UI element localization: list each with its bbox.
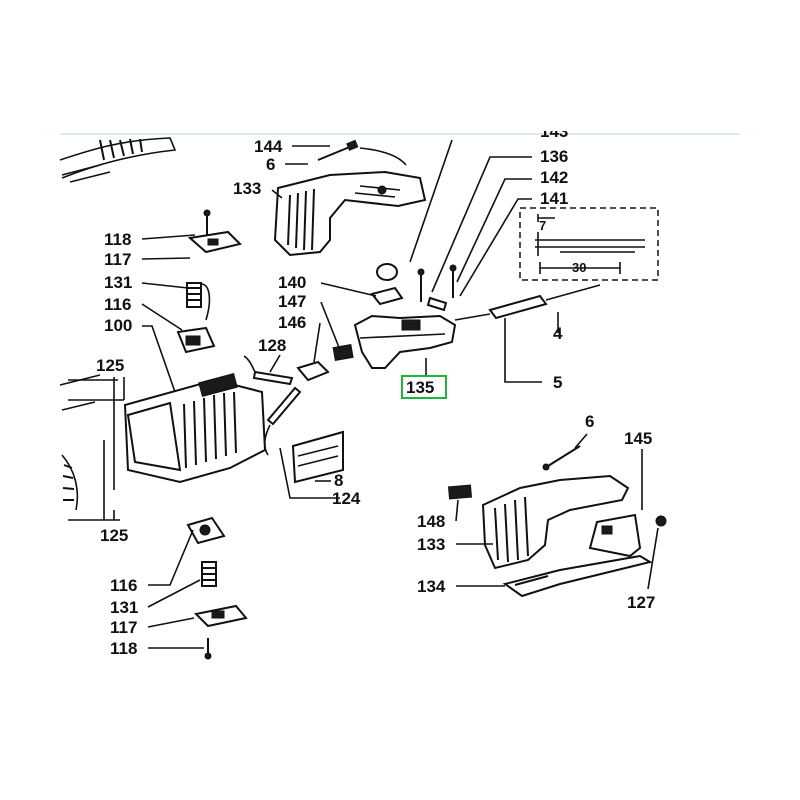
screw-144: [317, 139, 359, 161]
label-116-top: 116: [104, 295, 131, 314]
brush-holder-116-top: [176, 326, 216, 354]
power-cord-4: [454, 284, 601, 321]
label-133-bottom: 133: [417, 535, 445, 554]
label-4: 4: [553, 324, 563, 343]
cap-143: [376, 263, 398, 281]
label-131-bottom: 131: [110, 598, 138, 617]
brush-spring-146: [296, 360, 330, 382]
motor-housing-part-100: [123, 372, 267, 484]
label-145: 145: [624, 429, 652, 448]
bracket-part-145: [588, 513, 642, 558]
brush-131-top: [186, 282, 211, 321]
label-136: 136: [540, 147, 568, 166]
label-128: 128: [258, 336, 286, 355]
label-134: 134: [417, 577, 446, 596]
left-fragment: [59, 374, 101, 511]
label-125-bottom: 125: [100, 526, 128, 545]
carbon-block-147: [332, 343, 354, 362]
screw-127: [655, 515, 667, 527]
label-117-top: 117: [104, 250, 131, 269]
label-147: 147: [278, 292, 306, 311]
screw-118-bottom: [204, 638, 212, 660]
dim-30: 30: [572, 260, 586, 275]
label-127: 127: [627, 593, 655, 612]
label-100: 100: [104, 316, 132, 335]
brush-cap-117-bottom: [193, 604, 248, 628]
drill-outline-sketch: [59, 137, 177, 183]
screw-6-bottom: [542, 445, 581, 471]
switch-body-part-135: [353, 314, 457, 369]
label-6-bottom: 6: [585, 412, 594, 431]
label-148: 148: [417, 512, 445, 531]
label-133-top: 133: [233, 179, 261, 198]
label-146: 146: [278, 313, 306, 332]
switch-part-140: [370, 286, 404, 306]
base-plate-part-134: [502, 554, 653, 598]
label-118-bottom: 118: [110, 639, 137, 658]
label-135: 135: [406, 378, 434, 397]
label-144: 144: [254, 137, 283, 156]
highlight-box-135: [401, 375, 447, 399]
brush-131-bottom: [201, 561, 217, 587]
screw-142: [449, 264, 457, 298]
label-117-bottom: 117: [110, 618, 137, 637]
label-141: 141: [540, 189, 568, 208]
cable-detail-inset: [519, 207, 659, 281]
grip-pad-148: [447, 484, 473, 500]
side-handle-part-133: [481, 474, 630, 570]
label-124: 124: [332, 489, 361, 508]
screw-136: [417, 268, 425, 302]
dim-7: 7: [539, 218, 546, 233]
label-8: 8: [334, 471, 343, 490]
wire-link-128: [243, 355, 294, 386]
label-140: 140: [278, 273, 306, 292]
label-118-top: 118: [104, 230, 131, 249]
brush-holder-116-bottom: [186, 516, 226, 545]
label-143: 143: [540, 122, 568, 141]
label-131-top: 131: [104, 273, 132, 292]
label-6-top: 6: [266, 155, 275, 174]
screw-6-top: [359, 147, 407, 166]
brush-cap-117-top: [187, 230, 242, 254]
leader-lines: [68, 139, 659, 649]
spring-141: [426, 296, 448, 312]
label-142: 142: [540, 168, 568, 187]
label-plate-8: [291, 430, 344, 484]
label-125-top: 125: [96, 356, 124, 375]
screw-118-top: [203, 209, 211, 236]
cable-124: [263, 386, 302, 456]
label-116-bottom: 116: [110, 576, 137, 595]
label-5: 5: [553, 373, 562, 392]
top-handle-part-133: [273, 170, 427, 257]
